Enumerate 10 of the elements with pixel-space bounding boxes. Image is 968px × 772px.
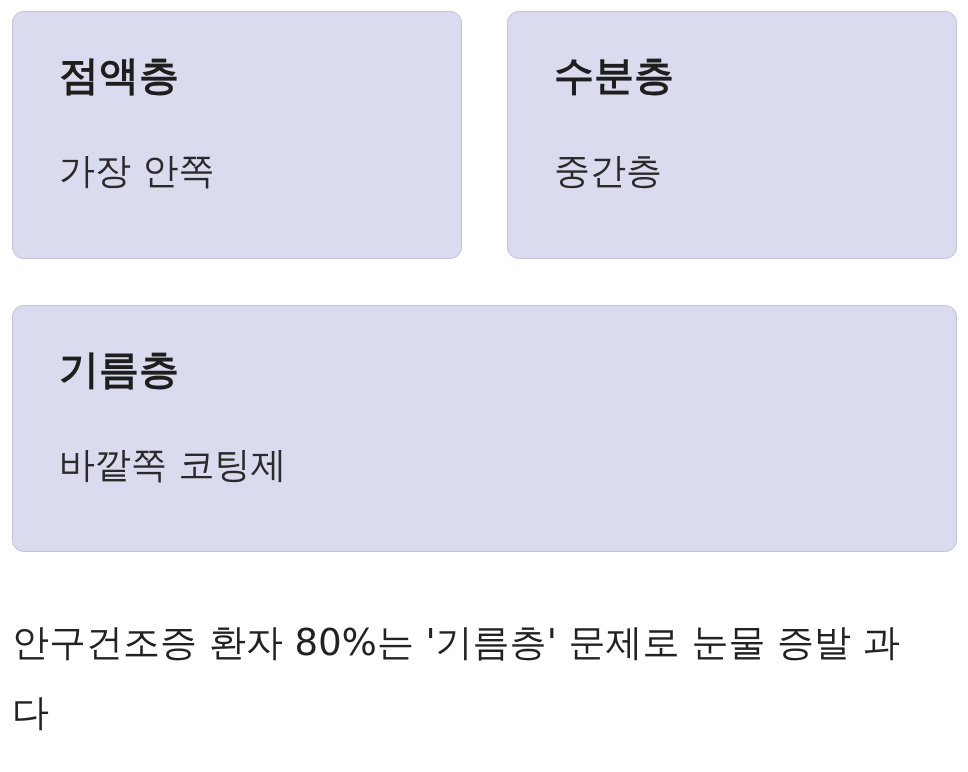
layer-card [12,11,462,259]
layer-title: 점액층 [59,52,179,100]
caption: 안구건조증 환자 80%는 '기름층' 문제로 눈물 증발 과다 [12,620,901,736]
layer-card [12,305,957,552]
layer-description: 중간층 [554,150,662,194]
layer-description: 바깥쪽 코팅제 [59,444,286,488]
layer-title: 수분층 [554,52,674,100]
layer-description: 가장 안쪽 [59,150,214,194]
layer-title: 기름층 [59,346,179,394]
layer-card [507,11,957,259]
